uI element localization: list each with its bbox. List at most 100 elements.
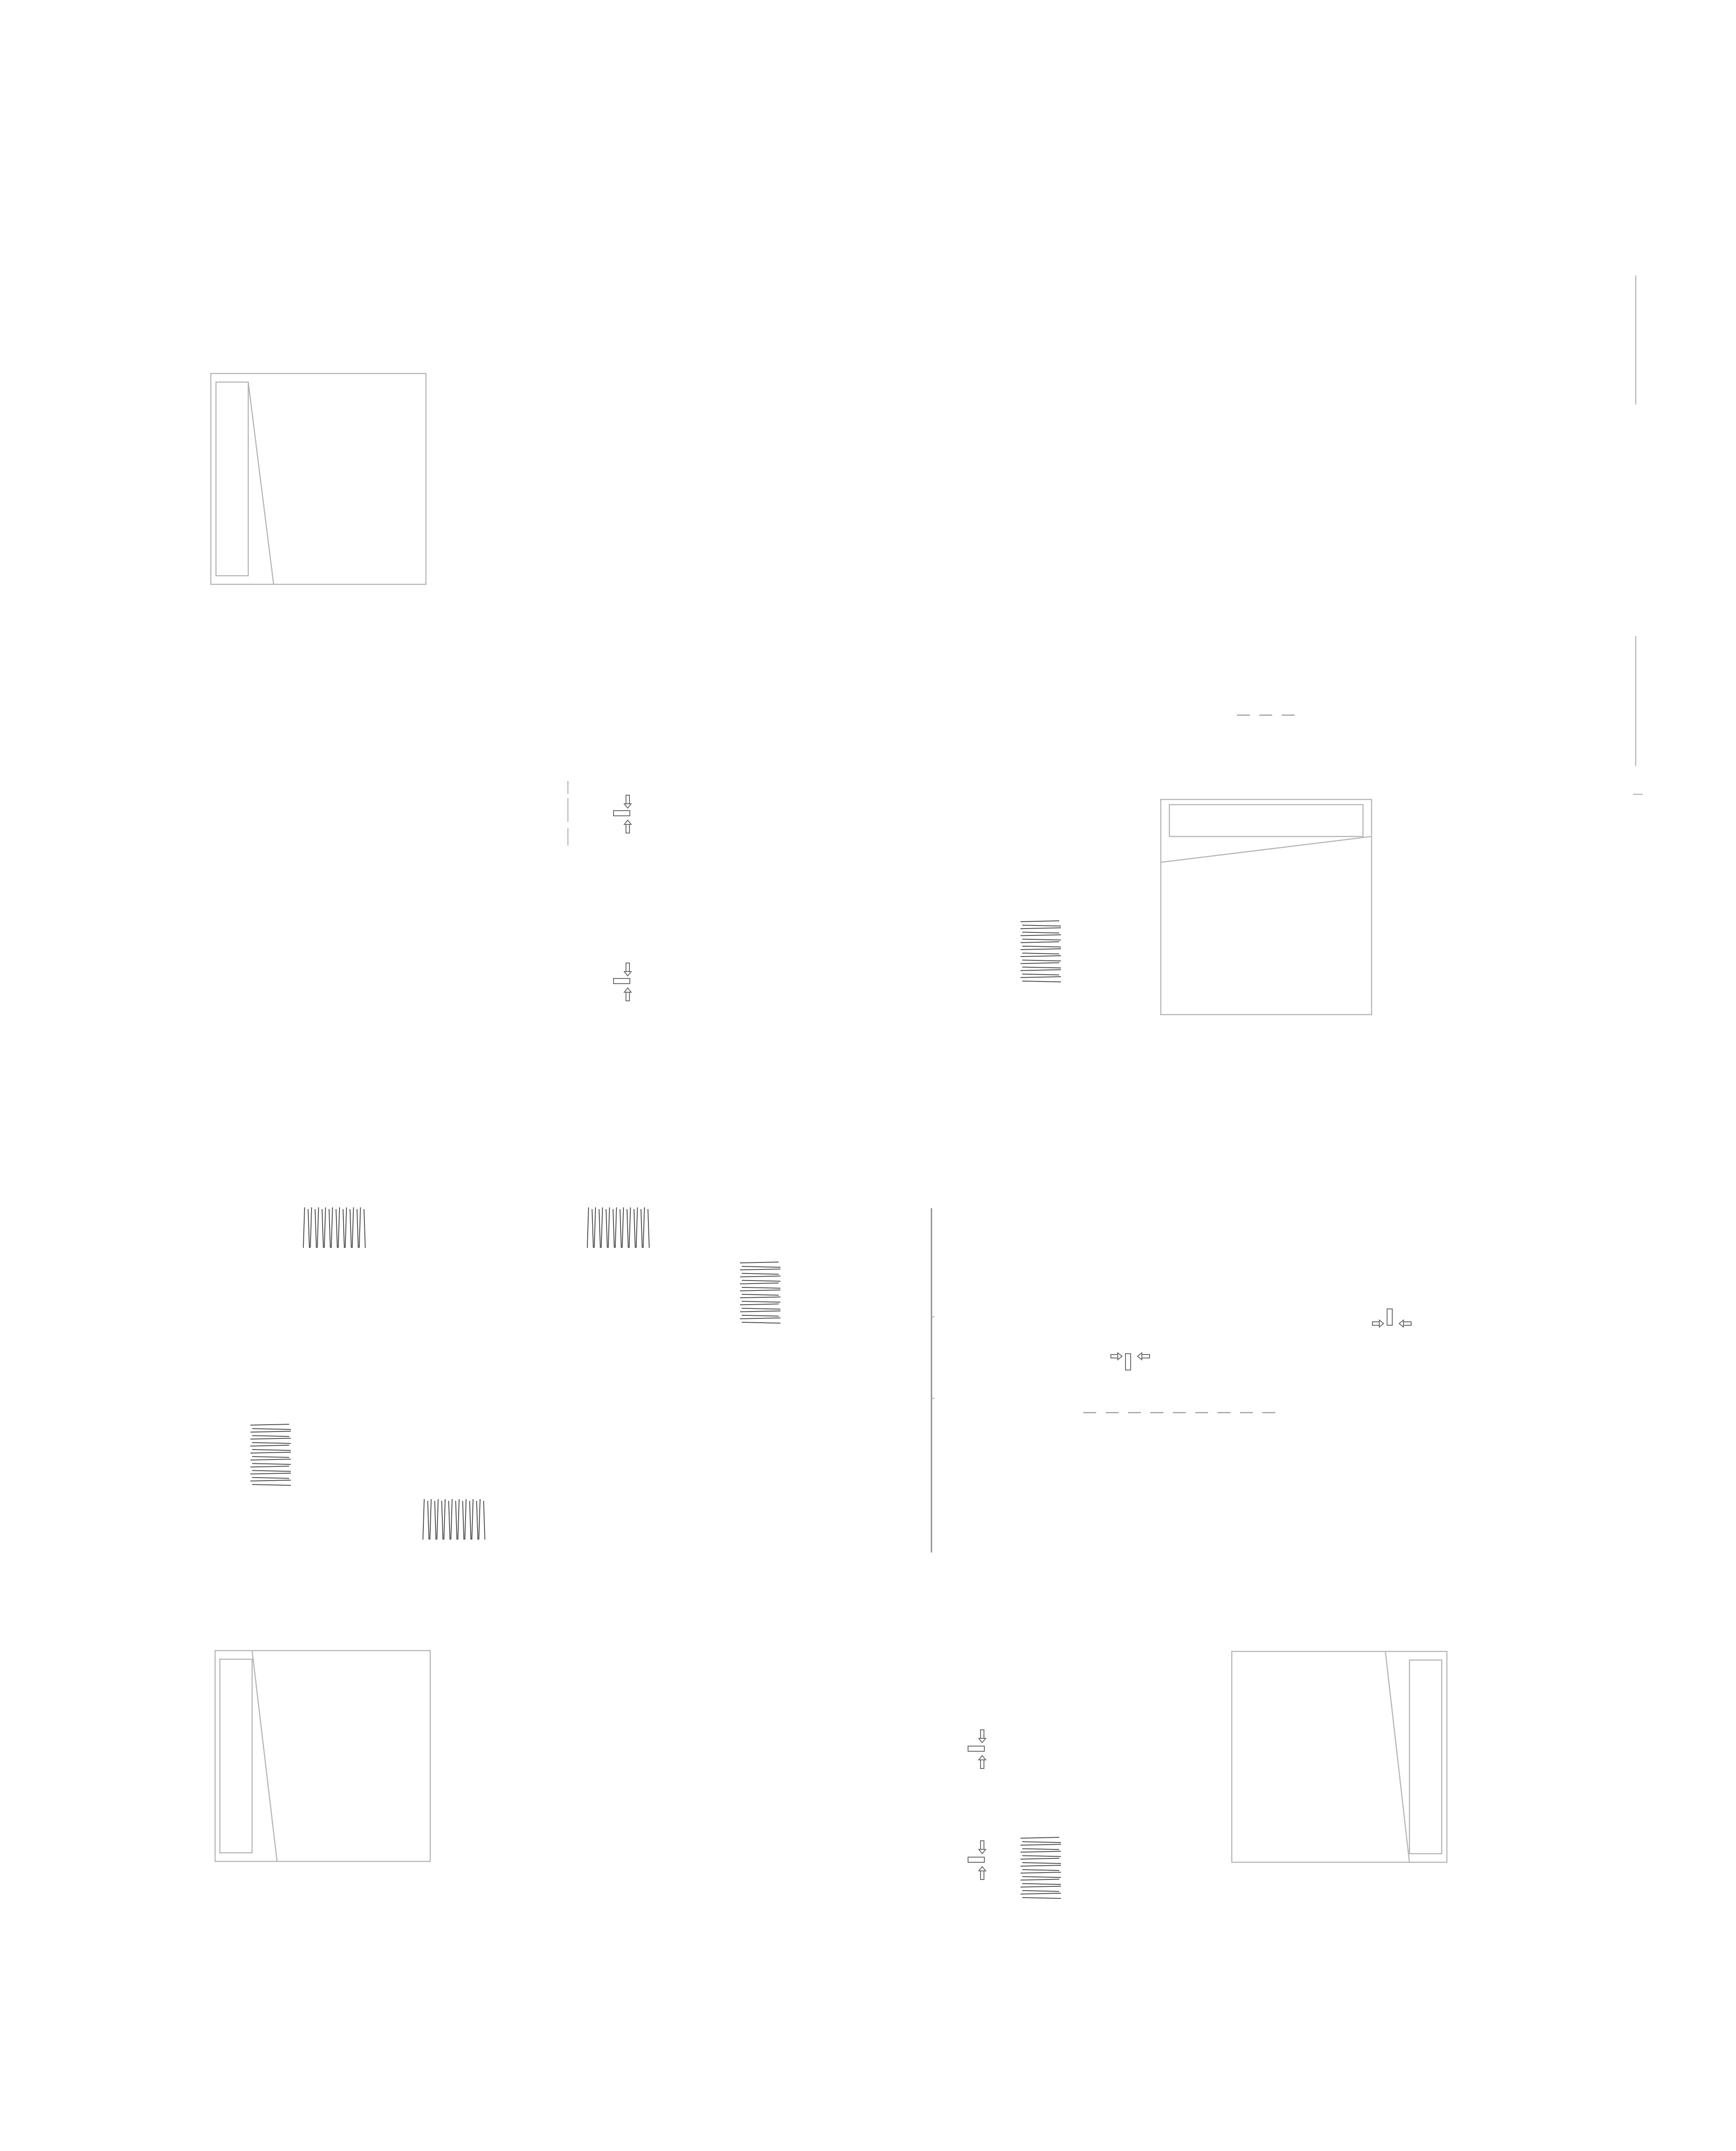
- hatch-line: [741, 1322, 781, 1324]
- hatch-line: [740, 1310, 781, 1312]
- hatch-line: [741, 1287, 781, 1289]
- hatch-line: [457, 1499, 460, 1540]
- hatch-line: [252, 1470, 291, 1472]
- arrow-symbol-vertical-1: [613, 795, 632, 833]
- hatch-line: [1022, 1862, 1061, 1864]
- hatch-line: [1020, 1837, 1060, 1839]
- hatch-line: [250, 1431, 291, 1433]
- hatch-line: [308, 1209, 310, 1248]
- hatch-block-7: [422, 1499, 485, 1540]
- hatch-block-1: [1020, 920, 1061, 982]
- hatch-line: [1022, 938, 1061, 941]
- hatch-line: [640, 1209, 643, 1248]
- hatch-block-2: [740, 1262, 781, 1324]
- hatch-line: [483, 1500, 485, 1540]
- hatch-line: [349, 1209, 352, 1248]
- hatch-line: [328, 1209, 331, 1248]
- hatch-line: [1022, 1855, 1061, 1857]
- hatch-line: [321, 1209, 324, 1248]
- hatch-line: [250, 1466, 290, 1468]
- hatch-line: [1020, 1886, 1061, 1888]
- hatch-line: [1022, 925, 1061, 927]
- panel-top-left: [210, 373, 427, 585]
- hatch-line: [443, 1499, 446, 1540]
- edge-marks-right: [1633, 275, 1643, 795]
- hatch-line: [601, 1207, 603, 1248]
- center-divider-ticks: [931, 1316, 934, 1399]
- hatch-line: [448, 1500, 450, 1540]
- hatch-line: [1022, 1890, 1060, 1892]
- hatch-line: [1022, 1883, 1061, 1885]
- hatch-line: [356, 1209, 359, 1248]
- hatch-line: [352, 1207, 354, 1248]
- hatch-line: [429, 1499, 432, 1540]
- hatch-line: [648, 1209, 650, 1248]
- hatch-line: [740, 1317, 781, 1319]
- hatch-line: [1020, 1851, 1061, 1853]
- hatch-line: [1020, 948, 1061, 950]
- hatch-line: [740, 1275, 781, 1278]
- arrow-symbol-horizontal-2: [1110, 1352, 1150, 1370]
- hatch-line: [464, 1499, 467, 1540]
- hatch-line: [342, 1209, 345, 1248]
- arrow-symbol-horizontal-1: [1372, 1308, 1412, 1328]
- hatch-line: [1020, 1892, 1061, 1895]
- hatch-line: [462, 1500, 465, 1540]
- hatch-line: [455, 1500, 458, 1540]
- hatch-line: [434, 1500, 437, 1540]
- hatch-line: [436, 1499, 439, 1540]
- hatch-line: [642, 1207, 645, 1248]
- hatch-line: [1020, 1872, 1061, 1874]
- hatch-line: [450, 1499, 453, 1540]
- hatch-line: [324, 1207, 326, 1248]
- hatch-line: [478, 1499, 481, 1540]
- hatch-line: [317, 1207, 319, 1248]
- hatch-line: [1020, 941, 1060, 943]
- hatch-line: [741, 1301, 781, 1303]
- arrow-symbol-vertical-4: [968, 1840, 987, 1880]
- hatch-line: [441, 1500, 444, 1540]
- hatch-line: [1022, 981, 1061, 982]
- hatch-line: [422, 1499, 425, 1540]
- panel-bottom-right: [1231, 1651, 1448, 1863]
- hatch-line: [740, 1289, 781, 1291]
- hatch-line: [1020, 955, 1061, 957]
- hatch-line: [741, 1266, 781, 1268]
- hatch-line: [741, 1294, 779, 1296]
- hatch-line: [250, 1472, 291, 1475]
- hatch-line: [1020, 1864, 1061, 1867]
- hatch-block-5: [303, 1207, 366, 1248]
- hatch-line: [1022, 932, 1060, 934]
- hatch-line: [1020, 969, 1061, 971]
- hatch-line: [635, 1207, 638, 1248]
- hatch-line: [633, 1209, 636, 1248]
- hatch-block-4: [1020, 1837, 1061, 1899]
- hatch-line: [594, 1207, 596, 1248]
- hatch-line: [1020, 1844, 1061, 1846]
- panel-middle-right: [1160, 799, 1372, 1015]
- hatch-line: [1020, 920, 1060, 922]
- hatch-line: [1020, 927, 1061, 929]
- hatch-line: [592, 1209, 594, 1248]
- hatch-line: [740, 1303, 779, 1305]
- hatch-line: [626, 1209, 629, 1248]
- hatch-line: [740, 1262, 779, 1263]
- hatch-line: [612, 1209, 615, 1248]
- hatch-line: [607, 1207, 610, 1248]
- panel-bottom-left: [214, 1650, 431, 1862]
- hatch-line: [614, 1207, 617, 1248]
- hatch-block-6: [587, 1207, 650, 1248]
- hatch-line: [1022, 953, 1060, 955]
- hatch-line: [1022, 1876, 1061, 1878]
- hatch-line: [605, 1209, 608, 1248]
- hatch-line: [1022, 945, 1061, 947]
- hatch-line: [345, 1207, 347, 1248]
- hatch-line: [338, 1207, 340, 1248]
- hatch-line: [1020, 1879, 1060, 1881]
- hatch-line: [252, 1435, 290, 1437]
- hatch-line: [1022, 960, 1061, 962]
- hatch-line: [471, 1499, 474, 1540]
- hatch-line: [303, 1207, 305, 1248]
- arrow-symbol-vertical-3: [968, 1729, 987, 1769]
